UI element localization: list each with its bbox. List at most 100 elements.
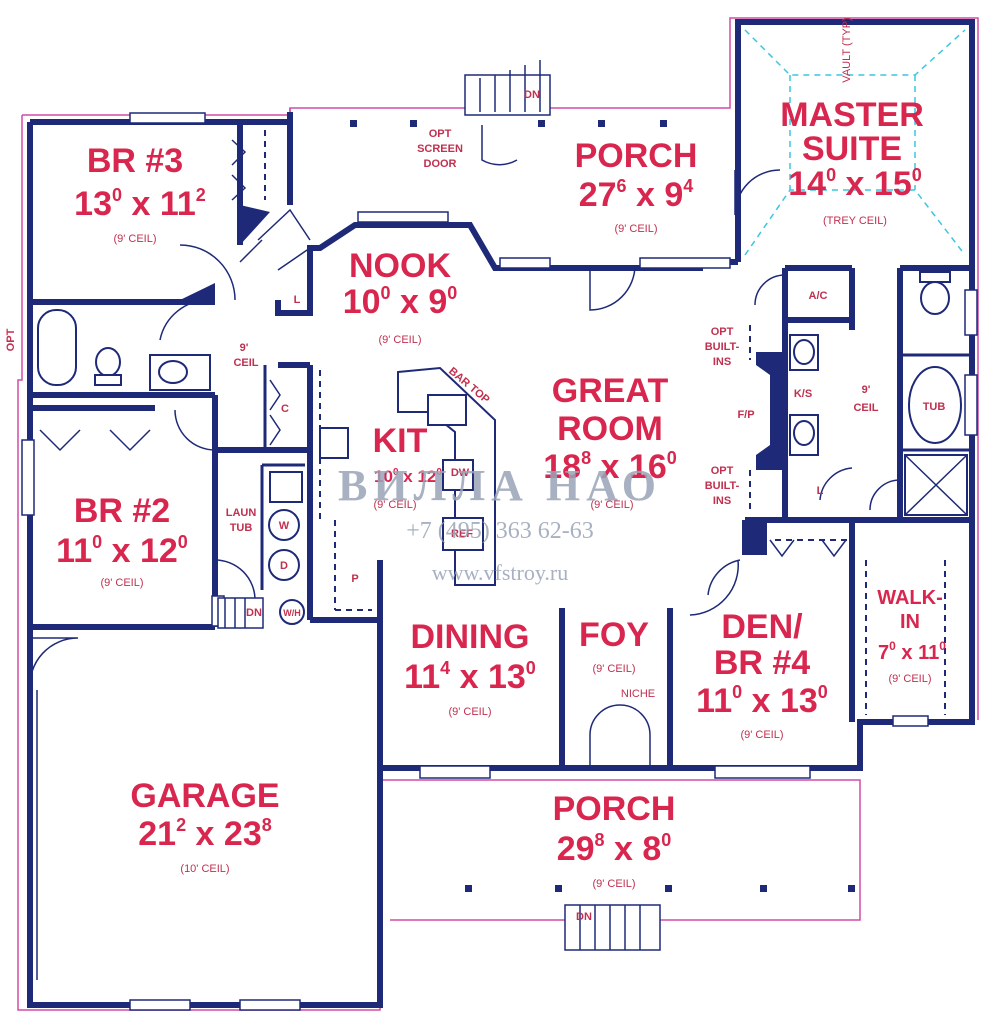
fireplace-label: F/P (737, 409, 754, 421)
opt-builtins-bot-3: INS (713, 495, 731, 507)
master-dims: 140 x 150 (788, 165, 922, 203)
porch-bottom-dims: 298 x 80 (557, 830, 672, 868)
opt-builtins-top-2: BUILT- (705, 341, 740, 353)
garage-ceil: (10' CEIL) (180, 863, 229, 875)
room-foyer: FOY (9' CEIL) NICHE (579, 616, 655, 700)
room-master-suite: MASTER SUITE 140 x 150 (TREY CEIL) VAULT… (780, 17, 924, 227)
walkin-name-1: WALK- (877, 587, 943, 609)
linen-label-l: L (294, 294, 301, 306)
kitchen-island (319, 366, 496, 586)
watermark: ВИЛЛА НАО +7 (495) 363 62-63 www.vfstroy… (338, 461, 662, 585)
great-name-1: GREAT (552, 372, 669, 410)
master-name-2: SUITE (802, 130, 902, 168)
kit-name: KIT (373, 422, 428, 460)
dn-label-bottom: DN (576, 911, 592, 923)
nook-name: NOOK (349, 247, 451, 285)
porch-top-dims: 276 x 94 (579, 176, 694, 214)
kit-ceil: (9' CEIL) (373, 499, 416, 511)
master-name-1: MASTER (780, 96, 924, 134)
dining-ceil: (9' CEIL) (448, 706, 491, 718)
ks-label: K/S (794, 388, 812, 400)
solid-blocks (180, 205, 785, 555)
walkin-dims: 70 x 110 (878, 639, 946, 664)
walkin-name-2: IN (900, 611, 920, 633)
den-name-1: DEN/ (721, 608, 803, 646)
doors (29, 125, 901, 768)
linen-label-master: L (817, 485, 824, 497)
washer-label: W (279, 520, 290, 532)
opt-builtins-bot-1: OPT (711, 465, 734, 477)
opt-builtins-top-3: INS (713, 356, 731, 368)
room-br3: BR #3 130 x 112 (9' CEIL) (74, 142, 206, 245)
br3-ceil: (9' CEIL) (113, 233, 156, 245)
great-dims: 188 x 160 (543, 448, 677, 486)
master-bath-ceil-1: 9' (862, 384, 871, 396)
br3-dims: 130 x 112 (74, 185, 206, 223)
master-vault-lines (744, 29, 966, 256)
den-ceil: (9' CEIL) (740, 729, 783, 741)
opt-builtins-top-1: OPT (711, 326, 734, 338)
walkin-ceil: (9' CEIL) (888, 673, 931, 685)
bath-fixtures (37, 271, 968, 625)
kit-dims: 100 x 120 (374, 467, 442, 486)
watermark-logo: ВИЛЛА НАО (338, 461, 662, 510)
porch-top-name: PORCH (575, 137, 698, 175)
hall-ceil-2: CEIL (233, 357, 258, 369)
room-kitchen: KIT 100 x 120 (9' CEIL) (373, 422, 443, 511)
nook-dims: 100 x 90 (343, 283, 458, 321)
br2-dims: 110 x 120 (56, 532, 188, 570)
dining-name: DINING (411, 618, 530, 656)
room-dining: DINING 114 x 130 (9' CEIL) (404, 618, 536, 718)
opt-builtins-bot-2: BUILT- (705, 480, 740, 492)
porch-posts (36, 120, 855, 980)
ref-label: REF (451, 528, 473, 540)
porch-bottom-name: PORCH (553, 790, 676, 828)
dn-label-top: DN (524, 89, 540, 101)
den-dims: 110 x 130 (696, 682, 828, 720)
room-br2: BR #2 110 x 120 (9' CEIL) (56, 492, 188, 589)
dryer-label: D (280, 560, 288, 572)
foy-name: FOY (579, 616, 649, 654)
opt-screen-3: DOOR (424, 158, 457, 170)
master-ceil: (TREY CEIL) (823, 215, 887, 227)
dn-label-garage: DN (246, 607, 262, 619)
porch-top-ceil: (9' CEIL) (614, 223, 657, 235)
cabinets (35, 130, 946, 715)
garage-name: GARAGE (130, 777, 279, 815)
garage-dims: 212 x 238 (138, 815, 272, 853)
den-name-2: BR #4 (714, 644, 810, 682)
ac-label: A/C (809, 290, 828, 302)
br2-ceil: (9' CEIL) (100, 577, 143, 589)
opt-screen-1: OPT (429, 128, 452, 140)
room-porch-top: PORCH 276 x 94 (9' CEIL) (575, 137, 698, 235)
room-nook: NOOK 100 x 90 (9' CEIL) (343, 247, 458, 346)
nook-ceil: (9' CEIL) (378, 334, 421, 346)
watermark-phone: +7 (495) 363 62-63 (406, 518, 594, 544)
foy-ceil: (9' CEIL) (592, 663, 635, 675)
br2-name: BR #2 (74, 492, 170, 530)
hall-ceil-1: 9' (240, 342, 249, 354)
closet-label-c: C (281, 403, 289, 415)
room-walkin: WALK- IN 70 x 110 (9' CEIL) (877, 587, 946, 685)
dw-label: DW (451, 467, 470, 479)
room-great-room: GREAT ROOM 188 x 160 (9' CEIL) (543, 372, 677, 511)
porch-bottom-ceil: (9' CEIL) (592, 878, 635, 890)
tub-label: TUB (923, 401, 946, 413)
master-bath-ceil-2: CEIL (853, 402, 878, 414)
great-name-2: ROOM (557, 410, 663, 448)
room-garage: GARAGE 212 x 238 (10' CEIL) (130, 777, 279, 875)
opt-side-label: OPT (5, 328, 17, 351)
vault-label: VAULT (TYP) (841, 17, 853, 82)
opt-screen-2: SCREEN (417, 143, 463, 155)
laun-tub-2: TUB (230, 522, 253, 534)
stairs (217, 60, 661, 951)
niche-label: NICHE (621, 688, 655, 700)
pantry-label: P (351, 573, 358, 585)
laun-tub-1: LAUN (226, 507, 257, 519)
room-porch-bottom: PORCH 298 x 80 (9' CEIL) (553, 790, 676, 890)
watermark-url: www.vfstroy.ru (432, 560, 568, 585)
water-heater-label: W/H (283, 608, 301, 618)
br3-name: BR #3 (87, 142, 183, 180)
dining-dims: 114 x 130 (404, 658, 536, 696)
